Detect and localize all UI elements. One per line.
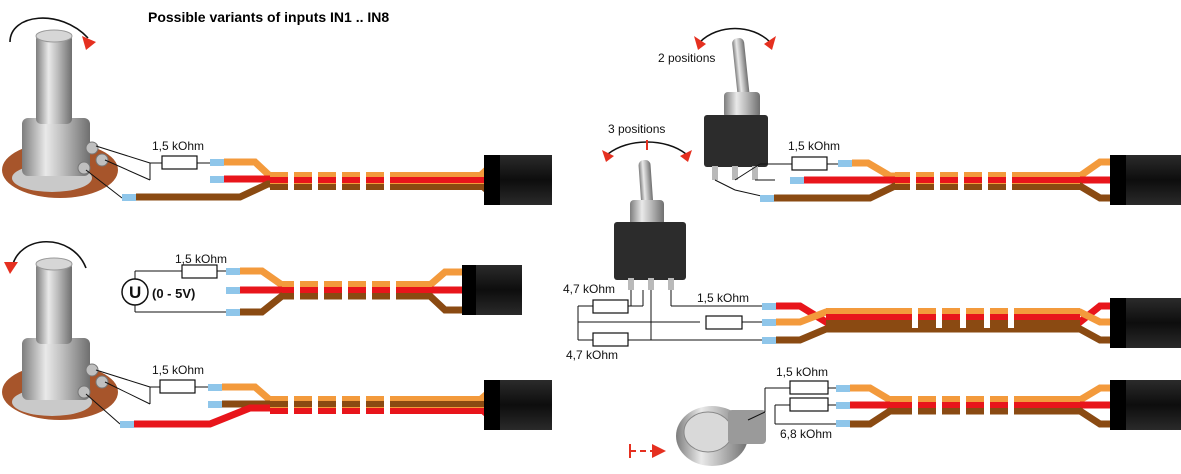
button-wiring: 1,5 kOhm 6,8 kOhm (747, 365, 1181, 441)
voltage-source-input: 1,5 kOhm U (0 - 5V) (121, 252, 522, 316)
voltage-symbol: U (129, 283, 141, 302)
switch3-wiring: 4,7 kOhm 4,7 kOhm 1,5 kOhm (563, 282, 1181, 362)
voltage-range: (0 - 5V) (152, 286, 195, 301)
switch-throw-arrow-icon (699, 27, 771, 43)
resistor-symbol (592, 299, 629, 314)
potentiometer-1 (2, 17, 118, 198)
servo-cable-1 (122, 155, 552, 205)
rotation-arrowhead-icon (4, 262, 18, 274)
toggle-switch-2pos: 2 positions (658, 27, 776, 180)
rotation-arrowhead-icon (82, 36, 96, 50)
voltage-resistor-label: 1,5 kOhm (175, 252, 227, 266)
switch3-positions-label: 3 positions (608, 122, 665, 136)
switch3-resistor-bottom-label: 4,7 kOhm (566, 348, 618, 362)
resistor-symbol (159, 379, 196, 394)
switch3-resistor-main-label: 1,5 kOhm (697, 291, 749, 305)
push-button (629, 406, 766, 466)
resistor-symbol (592, 332, 629, 347)
switch2-wiring: 1,5 kOhm (714, 139, 1181, 205)
switch2-positions-label: 2 positions (658, 51, 715, 65)
resistor-symbol (181, 264, 218, 279)
switch2-resistor-label: 1,5 kOhm (788, 139, 840, 153)
toggle-switch-3pos: 3 positions (602, 122, 692, 290)
pot2-wiring: 1,5 kOhm (85, 363, 552, 430)
pot1-wiring: 1,5 kOhm (85, 139, 210, 199)
button-resistor-top-label: 1,5 kOhm (776, 365, 828, 379)
resistor-symbol (789, 380, 829, 395)
resistor-symbol (791, 156, 828, 171)
pot1-resistor-label: 1,5 kOhm (152, 139, 204, 153)
potentiometer-2 (2, 240, 118, 420)
rotation-arrow-icon (9, 17, 89, 43)
switch3-resistor-top-label: 4,7 kOhm (563, 282, 615, 296)
resistor-symbol (161, 155, 198, 170)
resistor-symbol (705, 315, 743, 330)
resistor-symbol (789, 397, 829, 412)
pot2-resistor-label: 1,5 kOhm (152, 363, 204, 377)
button-resistor-bottom-label: 6,8 kOhm (780, 427, 832, 441)
rotation-arrow-icon (11, 240, 87, 269)
page-title: Possible variants of inputs IN1 .. IN8 (148, 9, 390, 25)
